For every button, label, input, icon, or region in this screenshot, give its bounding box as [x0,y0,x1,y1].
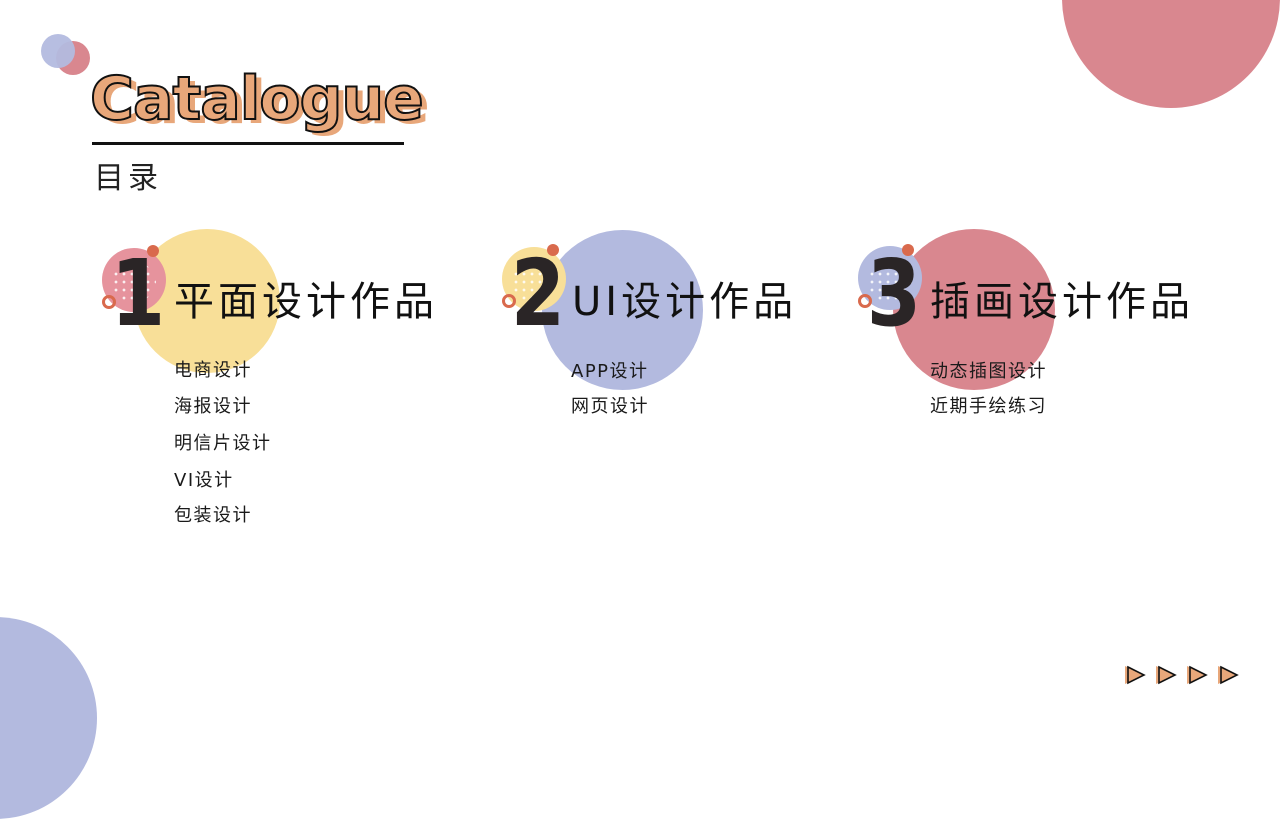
title-underline [92,142,404,145]
catalogue-title-shadow: Catalogue [96,68,430,138]
list-item[interactable]: 网页设计 [571,396,649,417]
play-triangle-icon[interactable] [1124,664,1146,686]
section-title[interactable]: 插画设计作品 [930,279,1194,325]
section-number: 3 [866,240,922,347]
dot-pattern [512,262,556,302]
catalogue-title: Catalogue Catalogue [89,63,430,144]
section-2-large-circle [542,230,703,390]
list-item[interactable]: 明信片设计 [174,433,272,454]
play-triangle-icon[interactable] [1155,664,1177,686]
section-title[interactable]: UI设计作品 [572,279,798,325]
logo-dot-blue [41,34,75,68]
play-triangle-icon[interactable] [1186,664,1208,686]
list-item[interactable]: APP设计 [571,361,649,382]
accent-ring-icon [102,295,116,309]
section-number: 1 [110,240,166,347]
dot-pattern [868,262,912,302]
accent-dot [147,245,159,257]
list-item[interactable]: 近期手绘练习 [930,396,1047,417]
list-item[interactable]: 包装设计 [174,505,252,526]
list-item[interactable]: VI设计 [174,470,234,491]
accent-dot [902,244,914,256]
list-item[interactable]: 电商设计 [174,360,252,381]
subtitle: 目录 [94,161,162,196]
corner-circle-bottom-left [0,617,97,819]
section-3-large-circle [893,229,1055,390]
list-item[interactable]: 动态插图设计 [930,361,1047,382]
accent-dot [547,244,559,256]
accent-ring-icon [858,294,872,308]
section-number: 2 [510,240,566,347]
play-triangle-icon[interactable] [1217,664,1239,686]
next-arrows[interactable] [1124,664,1239,686]
list-item[interactable]: 海报设计 [174,396,252,417]
section-title[interactable]: 平面设计作品 [174,279,438,325]
dot-pattern [112,262,156,302]
catalogue-title-text: Catalogue [89,63,425,135]
corner-circle-top-right [1062,0,1280,108]
accent-ring-icon [502,294,516,308]
